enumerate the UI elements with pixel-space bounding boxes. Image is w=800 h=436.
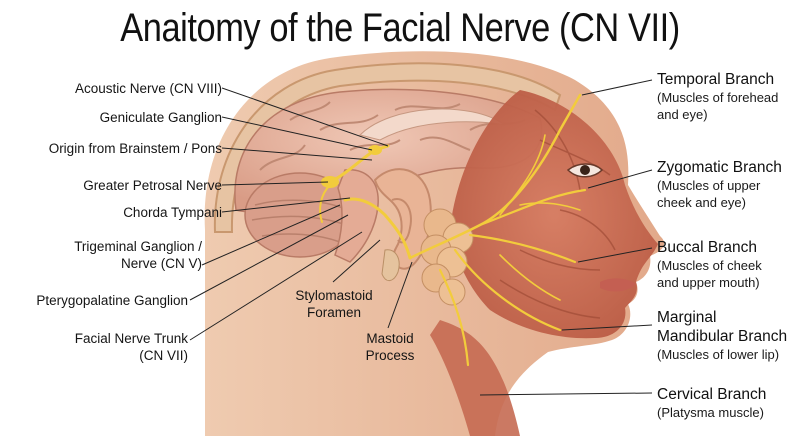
geniculate-ganglion-node bbox=[368, 145, 382, 155]
label-chorda-tympani: Chorda Tympani bbox=[123, 205, 222, 220]
lips bbox=[600, 278, 636, 292]
trigeminal-ganglion-node bbox=[321, 176, 339, 188]
page-title: Anaitomy of the Facial Nerve (CN VII) bbox=[120, 6, 680, 50]
label-stylomastoid-foramen: Stylomastoid Foramen bbox=[295, 288, 373, 320]
label-mastoid-process: Mastoid Process bbox=[365, 331, 415, 363]
label-greater-petrosal-nerve: Greater Petrosal Nerve bbox=[83, 178, 222, 193]
branch-buccal: Buccal Branch (Muscles of cheek and uppe… bbox=[657, 239, 762, 290]
label-trigeminal-ganglion: Trigeminal Ganglion / Nerve (CN V) bbox=[74, 239, 202, 271]
branch-temporal: Temporal Branch (Muscles of forehead and… bbox=[657, 71, 779, 122]
branch-zygomatic: Zygomatic Branch (Muscles of upper cheek… bbox=[657, 159, 782, 210]
label-acoustic-nerve: Acoustic Nerve (CN VIII) bbox=[74, 81, 222, 96]
label-facial-nerve-trunk: Facial Nerve Trunk (CN VII) bbox=[74, 331, 188, 363]
mastoid-process bbox=[381, 249, 400, 281]
label-geniculate-ganglion: Geniculate Ganglion bbox=[99, 110, 222, 125]
brainstem bbox=[334, 169, 379, 263]
leader-lines bbox=[189, 79, 653, 396]
facial-muscles bbox=[450, 90, 658, 339]
branch-marginal-mandibular: Marginal Mandibular Branch (Muscles of l… bbox=[657, 309, 788, 362]
neck-muscles bbox=[430, 320, 520, 436]
label-pterygopalatine-ganglion: Pterygopalatine Ganglion bbox=[36, 293, 188, 308]
branch-cervical: Cervical Branch (Platysma muscle) bbox=[657, 386, 767, 420]
label-origin-brainstem: Origin from Brainstem / Pons bbox=[48, 141, 222, 156]
